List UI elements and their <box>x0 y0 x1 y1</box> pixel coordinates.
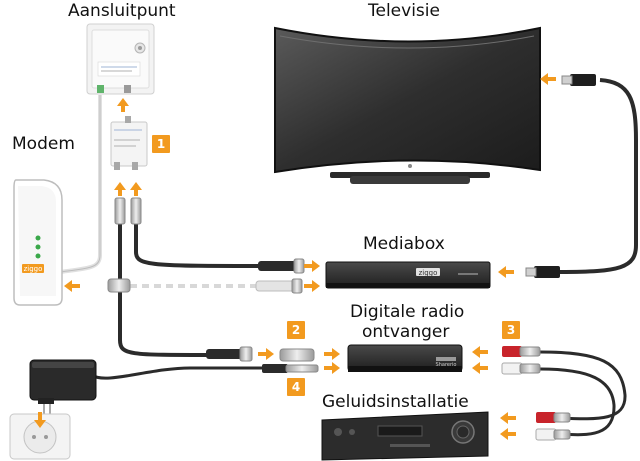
arrow-right-radio-upper <box>324 348 340 360</box>
label-radio-line2: ontvanger <box>362 322 450 342</box>
coax-cable-splitter-right <box>134 205 271 268</box>
label-modem: Modem <box>12 134 75 154</box>
arrow-right-mediabox-coax <box>304 260 320 272</box>
radio-brand: Sharerio <box>436 362 457 368</box>
step-badge-4: 4 <box>287 378 305 396</box>
rca-cable-red <box>539 350 627 421</box>
splitter-connectors <box>114 197 142 225</box>
arrow-left-tv <box>540 73 556 85</box>
arrow-left-modem <box>64 280 80 292</box>
step-badge-1: 1 <box>152 135 170 153</box>
label-aansluitpunt: Aansluitpunt <box>68 1 176 21</box>
label-radio-line1: Digitale radio <box>350 302 465 322</box>
label-mediabox: Mediabox <box>363 234 445 254</box>
arrows <box>34 73 556 440</box>
amplifier <box>321 411 489 461</box>
arrow-down-socket <box>34 412 46 428</box>
power-cable <box>91 366 265 380</box>
coax-cable-splitter-left <box>118 205 231 358</box>
arrow-up-outlet <box>117 98 129 112</box>
arrow-left-radio-red <box>472 346 488 358</box>
hdmi-plug-mediabox <box>525 266 560 278</box>
arrow-up-splitter-left <box>114 182 126 196</box>
hdmi-cable <box>559 78 638 274</box>
wall-outlet <box>86 23 155 95</box>
rca-cable-white <box>539 367 616 437</box>
step-badge-3: 3 <box>502 321 520 339</box>
cables <box>59 78 638 437</box>
arrow-left-mediabox-hdmi <box>498 266 514 278</box>
coax-plugs-mediabox <box>255 258 305 294</box>
splitter <box>110 116 148 170</box>
arrow-left-amp-red <box>500 412 516 424</box>
mediabox-brand: ziggo <box>419 269 438 277</box>
mediabox <box>325 261 491 289</box>
white-cable-outlet-modem <box>59 95 102 274</box>
radio-receiver <box>347 344 463 372</box>
arrow-right-radio-power <box>324 362 340 374</box>
arrow-left-radio-white <box>472 362 488 374</box>
step-badge-2: 2 <box>287 321 305 339</box>
arrow-left-amp-white <box>500 428 516 440</box>
rca-plugs-radio <box>501 346 541 375</box>
power-adapter <box>29 359 97 414</box>
arrow-right-radio-coax <box>258 348 274 360</box>
arrow-up-splitter-right <box>130 182 142 196</box>
rca-plugs-amplifier <box>535 412 571 441</box>
modem <box>13 179 63 306</box>
arrow-right-mediabox-dashed <box>304 280 320 292</box>
label-geluidsinstallatie: Geluidsinstallatie <box>322 392 469 412</box>
hdmi-plug-tv <box>561 74 596 86</box>
radio-connectors <box>206 346 319 373</box>
label-televisie: Televisie <box>368 1 440 21</box>
television <box>274 26 541 184</box>
modem-brand: ziggo <box>24 265 43 273</box>
coax-plug-modem <box>107 278 131 293</box>
